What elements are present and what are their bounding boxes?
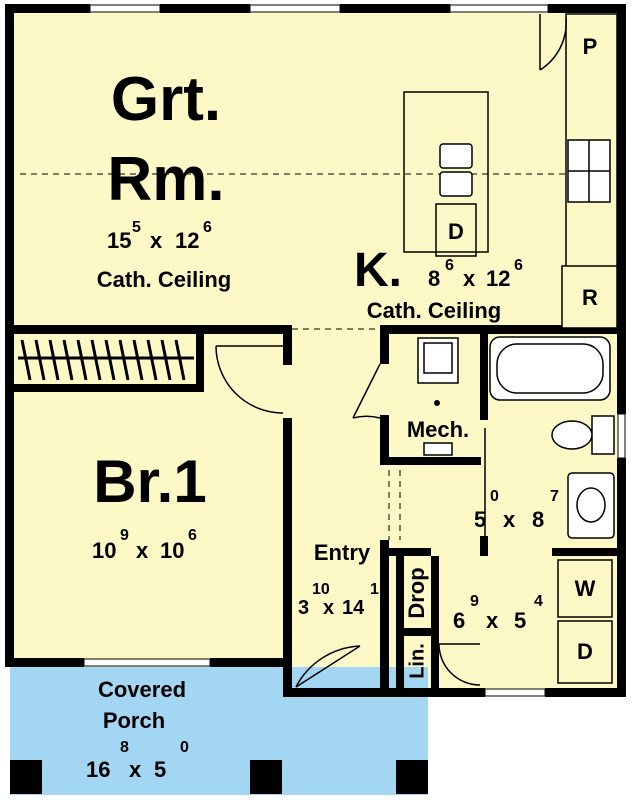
pantry-label: P — [583, 34, 598, 59]
mechanical-unit — [417, 337, 459, 456]
kitchen-dim-d-sup: 6 — [514, 257, 523, 274]
great-room-dim-d-sup: 6 — [203, 219, 212, 236]
laundry-dim-w: 6 — [453, 608, 465, 633]
entry-dim-w-sup: 10 — [312, 581, 330, 598]
porch-dim-d: 5 — [154, 757, 166, 782]
dishwasher — [435, 203, 477, 257]
water-heater-dot — [434, 400, 440, 406]
bath-fixtures — [489, 336, 615, 539]
porch-name-line1: Covered — [98, 677, 186, 702]
laundry-dim-w-sup: 9 — [470, 593, 479, 610]
drop-label: Drop — [404, 567, 429, 618]
entry-dim-d-sup: 1 — [370, 581, 379, 598]
dryer-label: D — [577, 639, 593, 664]
kitchen-dim-w-sup: 6 — [445, 257, 454, 274]
linen-label: Lin. — [406, 643, 428, 679]
great-room-name-line2: Rm. — [107, 145, 224, 214]
bath-dim-w: 5 — [474, 507, 486, 532]
bath-dim-d-sup: 7 — [550, 488, 559, 505]
kitchen-note: Cath. Ceiling — [367, 298, 501, 323]
bedroom-dim-x: x — [136, 538, 149, 563]
bedroom-dim-d-sup: 6 — [188, 527, 197, 544]
kitchen-island — [403, 91, 489, 257]
labels: Grt. Rm. 15 5 x 12 6 Cath. Ceiling K. 8 … — [86, 34, 598, 782]
refrigerator — [561, 265, 618, 329]
washer-label: W — [575, 576, 596, 601]
bedroom-dim-w-sup: 9 — [120, 527, 129, 544]
kitchen-dim-x: x — [463, 266, 476, 291]
bath-dim-w-sup: 0 — [490, 488, 499, 505]
mech-name: Mech. — [407, 417, 469, 442]
bedroom-dim-d: 10 — [160, 538, 184, 563]
kitchen-name: K. — [354, 244, 402, 297]
entry-name: Entry — [314, 540, 371, 565]
porch-dim-x: x — [129, 757, 142, 782]
kitchen-dim-d: 12 — [486, 266, 510, 291]
porch-dim-d-sup: 0 — [180, 739, 189, 756]
entry-dim-d: 14 — [342, 597, 365, 619]
porch-dim-w-sup: 8 — [120, 739, 129, 756]
great-room-dim-x: x — [150, 228, 163, 253]
interior-walls — [14, 325, 626, 697]
entry-dim-w: 3 — [298, 597, 309, 619]
great-room-dim-d: 12 — [175, 228, 199, 253]
great-room-dim-w: 15 — [107, 228, 131, 253]
refrigerator-label: R — [582, 285, 598, 310]
closet-rod — [18, 339, 194, 381]
kitchen-counter — [561, 13, 618, 329]
great-room-dim-w-sup: 5 — [132, 219, 141, 236]
covered-porch-area — [10, 667, 428, 795]
bedroom-dim-w: 10 — [92, 538, 116, 563]
porch-name-line2: Porch — [103, 708, 165, 733]
bath-dim-x: x — [503, 507, 516, 532]
laundry-appliances — [557, 559, 613, 684]
dishwasher-label: D — [448, 219, 464, 244]
sink-basin — [439, 143, 473, 169]
laundry-dim-x: x — [486, 608, 499, 633]
laundry-dim-d: 5 — [514, 608, 526, 633]
dashed-lines — [20, 173, 612, 540]
laundry-dim-d-sup: 4 — [534, 593, 543, 610]
porch-dim-w: 16 — [86, 757, 110, 782]
porch-posts — [10, 760, 428, 794]
windows — [83, 4, 626, 697]
great-room-name-line1: Grt. — [111, 65, 221, 134]
bedroom-name: Br.1 — [93, 448, 206, 515]
kitchen-dim-w: 8 — [428, 266, 440, 291]
bath-dim-d: 8 — [532, 507, 544, 532]
entry-dim-x: x — [323, 597, 334, 619]
great-room-note: Cath. Ceiling — [97, 267, 231, 292]
